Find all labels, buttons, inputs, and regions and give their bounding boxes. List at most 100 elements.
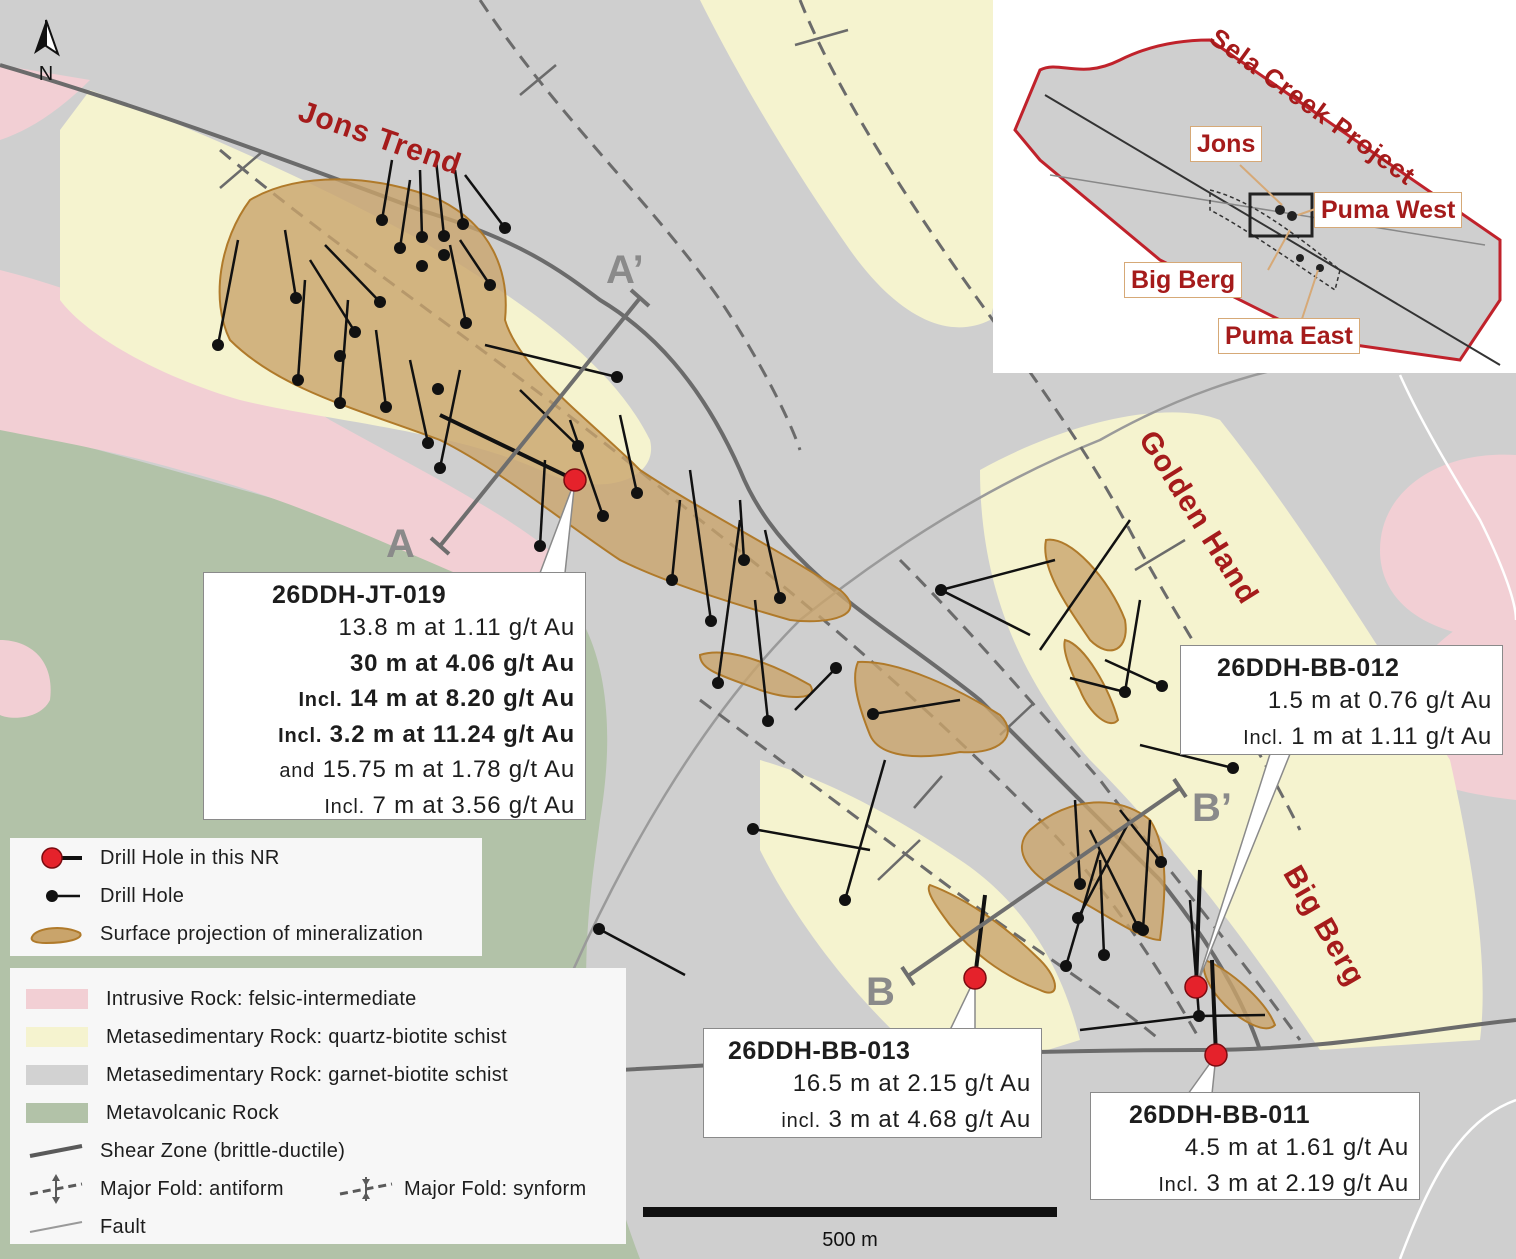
mineralization-5	[927, 883, 1056, 994]
drill-trace	[458, 239, 492, 286]
fault-ne	[558, 358, 1331, 1001]
drill-collar	[1155, 856, 1167, 868]
drill-collar	[747, 823, 759, 835]
drill-collar	[290, 292, 302, 304]
legend-label: Drill Hole in this NR	[100, 846, 280, 869]
section-cap-b	[900, 965, 916, 987]
fold-arrow-1	[519, 64, 557, 96]
callout-26ddh-bb-011: 26DDH-BB-011 4.5 m at 1.61 g/t Au Incl. …	[1090, 1092, 1420, 1200]
antiform-icon	[29, 1174, 83, 1204]
fold-arrow-5	[913, 775, 943, 809]
callout-interval: 16.5 m at 2.15 g/t Au	[792, 1070, 1031, 1097]
fold-axis-4	[699, 698, 1161, 1042]
drill-trace	[1069, 676, 1126, 694]
section-label-b-prime: B’	[1192, 786, 1232, 830]
callout-interval: Incl. 3 m at 2.19 g/t Au	[1158, 1169, 1409, 1197]
drill-trace	[752, 827, 871, 852]
drill-trace	[408, 359, 430, 444]
section-label-a: A	[386, 522, 415, 566]
drill-collar	[1074, 878, 1086, 890]
drill-collar	[394, 242, 406, 254]
drill-collar	[611, 371, 623, 383]
legend-label: Major Fold: synform	[404, 1177, 587, 1200]
drill-trace	[688, 469, 713, 622]
garnet-biotite-swatch	[26, 1065, 88, 1085]
mineralization-6	[1202, 958, 1277, 1030]
drill-collar	[374, 296, 386, 308]
drill-trace	[283, 229, 298, 299]
inset-tag-puma-east: Puma East	[1218, 318, 1360, 354]
drill-trace	[538, 459, 547, 547]
drill-trace	[1038, 519, 1132, 651]
drill-hole-highlight-bb011	[1204, 1043, 1228, 1067]
drill-trace	[753, 599, 770, 722]
drill-collar	[1193, 1010, 1205, 1022]
callout-interval: Incl. 3.2 m at 11.24 g/t Au	[278, 720, 575, 748]
drill-trace	[448, 244, 468, 324]
drill-collar	[334, 397, 346, 409]
quartz-biotite-ne	[700, 0, 1003, 328]
red-drill-hole-icon	[41, 847, 82, 869]
inset-tag-jons: Jons	[1190, 126, 1263, 162]
drill-collar	[534, 540, 546, 552]
callout-interval: 30 m at 4.06 g/t Au	[349, 649, 575, 677]
scale-bar	[643, 1207, 1057, 1217]
drill-trace-bb012	[1194, 869, 1202, 988]
drill-collar	[839, 894, 851, 906]
drill-collar	[631, 487, 643, 499]
drill-trace	[940, 588, 1031, 637]
drill-collar	[666, 574, 678, 586]
drill-trace	[763, 529, 782, 599]
drill-trace	[519, 389, 579, 447]
callout-hole-id: 26DDH-BB-011	[1129, 1101, 1311, 1129]
shear-zone-icon	[29, 1144, 83, 1158]
legend-row-quartz-biotite: Metasedimentary Rock: quartz-biotite sch…	[10, 1022, 507, 1052]
legend-row-drill-hole: Drill Hole	[10, 881, 184, 911]
drill-collar	[376, 214, 388, 226]
legend-label: Drill Hole	[100, 884, 185, 907]
drill-collar	[380, 401, 392, 413]
section-cap-a	[429, 536, 451, 556]
drill-collar	[457, 218, 469, 230]
drill-collar	[1137, 924, 1149, 936]
drill-trace	[716, 519, 742, 684]
fault-icon	[29, 1221, 83, 1233]
mineralization-3	[1044, 538, 1127, 652]
legend-label: Metavolcanic Rock	[106, 1101, 279, 1124]
drill-collar	[460, 317, 472, 329]
drill-trace	[1139, 743, 1234, 770]
drill-collar	[597, 510, 609, 522]
drill-trace	[568, 419, 605, 517]
drill-trace	[453, 169, 465, 225]
inset-tag-puma-west: Puma West	[1314, 192, 1463, 228]
drill-trace	[598, 927, 686, 977]
callout-26ddh-bb-013: 26DDH-BB-013 16.5 m at 2.15 g/t Au incl.…	[703, 1028, 1042, 1138]
drill-trace	[1119, 809, 1162, 863]
legend-row-synform: Major Fold: synform	[326, 1174, 586, 1204]
legend-label: Surface projection of mineralization	[100, 922, 424, 945]
drill-trace	[216, 239, 240, 346]
drill-hole-highlight-bb013	[963, 966, 987, 990]
drill-collar	[1060, 960, 1072, 972]
metavolcanic-swatch	[26, 1103, 88, 1123]
drill-collar	[1098, 949, 1110, 961]
fold-axis-2	[478, 0, 802, 451]
callout-interval: incl. 3 m at 4.68 g/t Au	[781, 1105, 1031, 1133]
fold-axis-5	[898, 558, 1302, 1041]
drill-collar	[434, 462, 446, 474]
drill-collar	[416, 231, 428, 243]
drill-collar	[867, 708, 879, 720]
legend-label: Intrusive Rock: felsic-intermediate	[106, 987, 417, 1010]
callout-interval: Incl. 14 m at 8.20 g/t Au	[298, 685, 575, 712]
mineralization-4	[1063, 638, 1120, 725]
section-label-b: B	[866, 970, 895, 1014]
legend-row-antiform: Major Fold: antiform	[10, 1174, 284, 1204]
callout-hole-id: 26DDH-BB-013	[728, 1037, 911, 1065]
drill-collar	[830, 662, 842, 674]
drill-trace	[1098, 859, 1106, 956]
drill-collar	[762, 715, 774, 727]
legend-label: Fault	[100, 1215, 146, 1238]
callout-interval: 1.5 m at 0.76 g/t Au	[1267, 687, 1492, 714]
callout-interval: 4.5 m at 1.61 g/t Au	[1184, 1134, 1409, 1161]
fold-arrow-6	[877, 839, 921, 881]
